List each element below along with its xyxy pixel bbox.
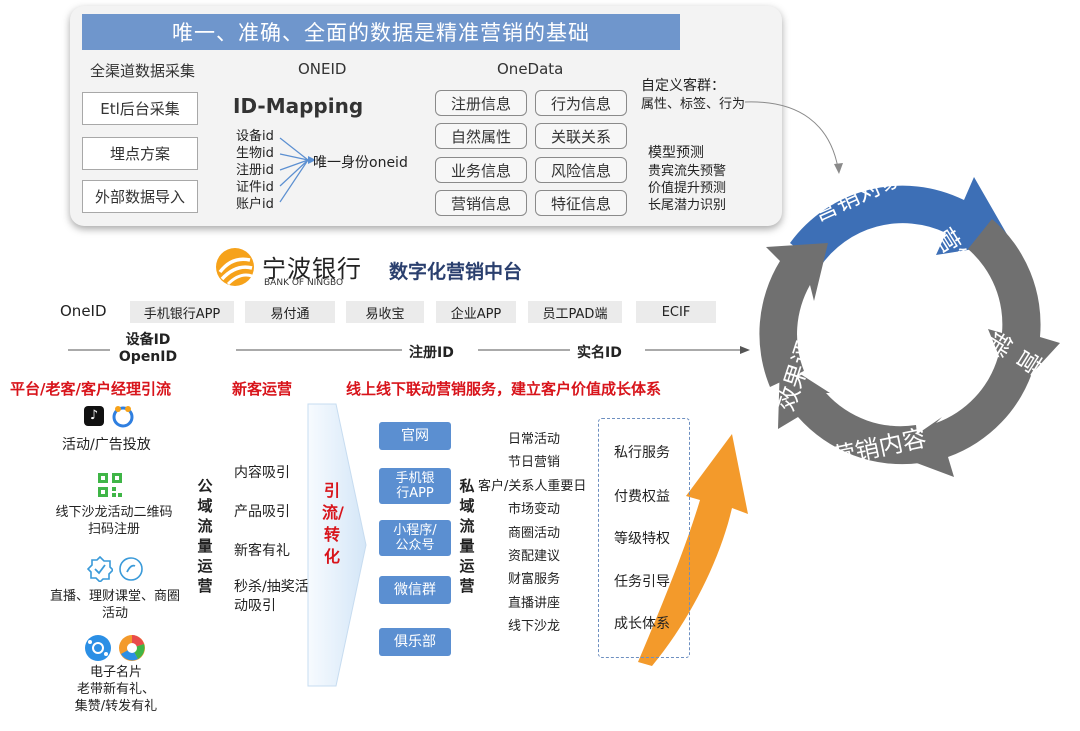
channel-enterprise-app: 企业APP	[436, 301, 516, 323]
oneid-label: OneID	[60, 302, 107, 320]
value-item-task-guide: 任务引导	[614, 574, 670, 590]
left-item-ecard: 电子名片 老带新有礼、 集赞/转发有礼	[56, 664, 176, 715]
right-heading: 线上线下联动营销服务，建立客户价值成长体系	[346, 380, 662, 398]
private-activity-list: 日常活动 节日营销 客户/关系人重要日 市场变动 商圈活动 资配建议 财富服务 …	[478, 428, 586, 639]
id-item: 账户id	[236, 197, 274, 212]
channel-mobile-app: 手机银行APP	[130, 301, 234, 323]
activity-item: 资配建议	[508, 549, 561, 565]
bank-name-en: BANK OF NINGBO	[264, 278, 344, 288]
platform-title: 数字化营销中台	[389, 261, 523, 283]
bank-name-cn: 宁波银行	[262, 255, 362, 283]
tag-business-info: 业务信息	[435, 157, 527, 183]
ecard-line-2: 老带新有礼、	[76, 682, 155, 697]
private-btn-club[interactable]: 俱乐部	[379, 628, 451, 656]
left-item-ads: 活动/广告投放	[62, 437, 151, 453]
left-heading: 平台/老客/客户经理引流	[10, 380, 171, 398]
activity-item: 节日营销	[508, 455, 561, 471]
private-btn-website[interactable]: 官网	[379, 422, 451, 450]
left-item-live: 直播、理财课堂、商圈活动	[50, 589, 181, 621]
activity-item: 日常活动	[508, 432, 561, 447]
id-merge-lines	[279, 137, 316, 203]
badge-check-icon	[87, 556, 113, 582]
register-id-label: 注册ID	[409, 345, 454, 361]
tag-register-info: 注册信息	[435, 90, 527, 116]
private-btn-wechat-group[interactable]: 微信群	[379, 576, 451, 604]
channel-ecif: ECIF	[636, 301, 716, 323]
custom-group-desc: 属性、标签、行为	[641, 97, 746, 112]
public-item-flashsale: 秒杀/抽奖活动吸引	[234, 579, 309, 614]
public-item-newgift: 新客有礼	[234, 543, 290, 559]
value-item-private-service: 私行服务	[614, 445, 670, 461]
custom-group-title: 自定义客群：	[641, 78, 725, 94]
activity-item: 客户/关系人重要日	[478, 478, 587, 494]
new-customer-heading: 新客运营	[232, 380, 293, 398]
onedata-column-title: OneData	[497, 60, 564, 78]
private-btn-miniapp[interactable]: 小程序/公众号	[379, 520, 451, 556]
id-item: 注册id	[236, 163, 274, 178]
openid-text: OpenID	[118, 349, 178, 365]
douyin-icon: ♪	[84, 406, 104, 426]
value-item-level-privilege: 等级特权	[614, 531, 670, 547]
model-prediction-title: 模型预测	[648, 145, 704, 161]
ecard-icon	[85, 635, 111, 661]
id-mapping-title: ID-Mapping	[233, 94, 364, 118]
id-flow-line	[68, 346, 750, 354]
collect-column-title: 全渠道数据采集	[90, 62, 196, 80]
photo-wheel-icon	[119, 635, 145, 661]
tag-behavior-info: 行为信息	[535, 90, 627, 116]
device-id-text: 设备ID	[125, 332, 171, 348]
private-btn-mobile-app[interactable]: 手机银行APP	[379, 468, 451, 504]
unique-oneid-label: 唯一身份oneid	[313, 155, 408, 171]
value-item-paid-rights: 付费权益	[614, 489, 670, 505]
live-stream-icon	[119, 557, 143, 581]
tag-natural-attr: 自然属性	[435, 123, 527, 149]
model-prediction-list: 贵宾流失预警 价值提升预测 长尾潜力识别	[648, 163, 726, 214]
device-openid-label: 设备ID OpenID	[112, 332, 184, 366]
qr-code-icon	[98, 473, 122, 497]
activity-item: 线下沙龙	[508, 619, 561, 635]
channel-yishoubao: 易收宝	[346, 301, 424, 323]
realname-id-label: 实名ID	[577, 345, 622, 361]
tag-marketing-info: 营销信息	[435, 190, 527, 216]
value-item-growth-system: 成长体系	[614, 616, 670, 632]
activity-item: 市场变动	[508, 502, 561, 518]
model-item: 贵宾流失预警	[648, 164, 727, 179]
public-item-product: 产品吸引	[234, 504, 290, 520]
oneid-column-title: ONEID	[298, 60, 347, 78]
public-item-content: 内容吸引	[234, 465, 290, 481]
ecard-line-1: 电子名片	[89, 665, 142, 680]
channel-yifutong: 易付通	[245, 301, 335, 323]
foundation-banner: 唯一、准确、全面的数据是精准营销的基础	[82, 14, 680, 50]
activity-item: 商圈活动	[508, 525, 561, 541]
public-ops-vertical-label: 公域流量运营	[197, 477, 213, 595]
private-ops-vertical-label: 私域流量运营	[459, 477, 475, 595]
tag-feature-info: 特征信息	[535, 190, 627, 216]
tag-relation: 关联关系	[535, 123, 627, 149]
bank-logo-icon	[216, 248, 254, 286]
id-list: 设备id 生物id 注册id 证件id 账户id	[236, 128, 274, 213]
id-item: 设备id	[236, 129, 274, 144]
growth-arrow	[638, 434, 748, 666]
convert-label: 引流/转化	[322, 481, 344, 566]
id-item: 证件id	[236, 180, 274, 195]
model-item: 价值提升预测	[648, 181, 727, 196]
id-item: 生物id	[236, 146, 274, 161]
collect-tracking-box: 埋点方案	[82, 137, 198, 170]
collect-external-box: 外部数据导入	[82, 180, 198, 213]
collect-etl-box: Etl后台采集	[82, 92, 198, 125]
convert-chevron	[307, 403, 367, 687]
ecard-line-3: 集赞/转发有礼	[74, 699, 158, 714]
model-item: 长尾潜力识别	[648, 198, 727, 213]
value-system-box	[598, 418, 690, 658]
activity-item: 直播讲座	[508, 595, 561, 611]
marketing-cycle	[759, 177, 1060, 477]
channel-staff-pad: 员工PAD端	[528, 301, 622, 323]
activity-item: 财富服务	[508, 572, 561, 588]
panel-to-cycle-connector	[744, 101, 843, 174]
tag-risk-info: 风险信息	[535, 157, 627, 183]
kuaishou-icon	[112, 406, 134, 428]
left-item-salon-qr: 线下沙龙活动二维码扫码注册	[55, 505, 173, 537]
